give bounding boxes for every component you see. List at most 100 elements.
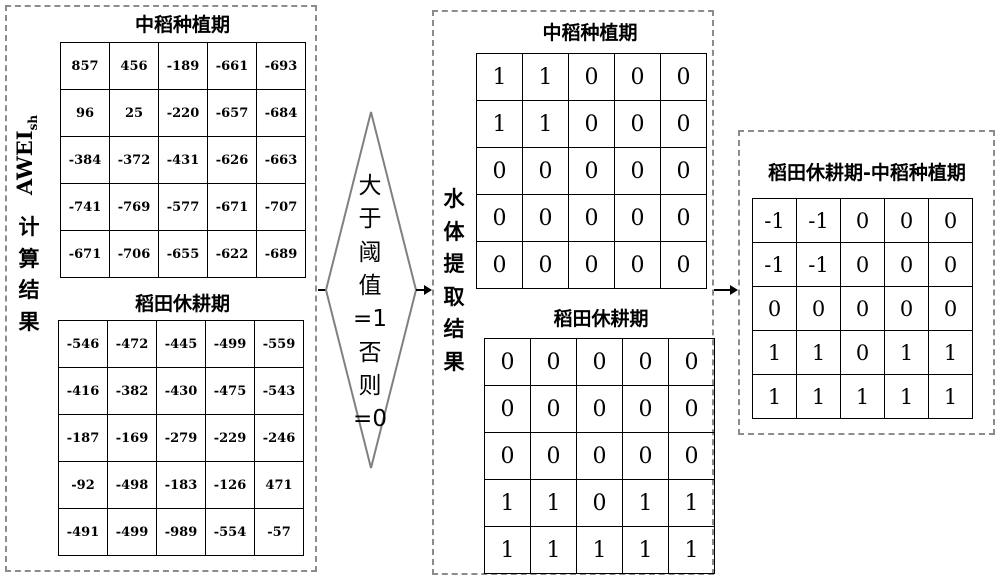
grid-cell: -671 — [207, 183, 257, 231]
grid-cell: -577 — [158, 183, 208, 231]
arrow-right — [714, 289, 732, 291]
grid-cell: -769 — [109, 183, 159, 231]
vertical-char: 则 — [358, 373, 382, 400]
grid-cell: 0 — [614, 194, 661, 242]
vertical-char: 大 — [358, 173, 382, 199]
grid-cell: 0 — [660, 53, 707, 101]
grid-cell: 0 — [884, 242, 929, 287]
grid-cell: -499 — [107, 508, 157, 556]
grid-cell: -657 — [207, 89, 257, 137]
vertical-char: 提 — [443, 252, 465, 277]
grid-row: -741-769-577-671-707 — [60, 183, 306, 231]
grid-cell: 0 — [660, 241, 707, 289]
vertical-char: 算 — [18, 246, 40, 271]
vertical-char: 否 — [358, 339, 382, 366]
grid-cell: 1 — [884, 330, 929, 375]
grid-cell: 0 — [568, 147, 615, 195]
grid-cell: 0 — [622, 385, 669, 433]
left-top-title: 中稻种植期 — [134, 14, 230, 36]
vertical-char: =0 — [353, 406, 387, 433]
grid-cell: 0 — [668, 385, 715, 433]
grid-cell: 1 — [530, 479, 577, 527]
grid-cell: -126 — [205, 461, 255, 509]
awei-label: AWEIsh — [11, 114, 41, 196]
grid-cell: 0 — [484, 338, 531, 386]
vertical-char: 计 — [18, 215, 40, 239]
grid-cell: 0 — [476, 241, 523, 289]
grid-cell: 0 — [928, 286, 973, 331]
right-panel — [738, 130, 995, 435]
grid-cell: -622 — [207, 230, 257, 278]
grid-cell: -382 — [107, 367, 157, 415]
vertical-char: 结 — [18, 278, 40, 302]
grid-cell: -384 — [60, 136, 110, 184]
grid-cell: 0 — [476, 147, 523, 195]
grid-cell: -671 — [60, 230, 110, 278]
grid-cell: 1 — [752, 330, 797, 375]
grid-cell: 0 — [928, 242, 973, 287]
grid-cell: 1 — [476, 100, 523, 148]
grid-cell: 0 — [668, 432, 715, 480]
grid-row: -187-169-279-229-246 — [58, 414, 304, 462]
middle-bottom-title: 稻田休耕期 — [553, 308, 649, 330]
grid-cell: -189 — [158, 42, 208, 90]
grid-row: -546-472-445-499-559 — [58, 320, 304, 368]
grid-cell: 0 — [622, 432, 669, 480]
grid-cell: 0 — [796, 286, 841, 331]
grid-cell: 0 — [568, 194, 615, 242]
grid-cell: 0 — [530, 385, 577, 433]
grid-cell: 0 — [660, 194, 707, 242]
grid-cell: 1 — [884, 374, 929, 419]
grid-row: -384-372-431-626-663 — [60, 136, 306, 184]
grid-cell: -1 — [752, 242, 797, 287]
grid-cell: 0 — [840, 330, 885, 375]
grid-cell: -431 — [158, 136, 208, 184]
grid-cell: 0 — [840, 242, 885, 287]
grid-cell: -559 — [254, 320, 304, 368]
grid-cell: -707 — [256, 183, 306, 231]
grid-cell: 0 — [522, 147, 569, 195]
grid-cell: -472 — [107, 320, 157, 368]
vertical-char: 果 — [443, 349, 465, 374]
grid-cell: 1 — [668, 526, 715, 574]
grid-cell: 1 — [668, 479, 715, 527]
grid-cell: 1 — [622, 526, 669, 574]
grid-cell: 0 — [576, 432, 623, 480]
vertical-char: 水 — [443, 187, 465, 211]
grid-cell: 0 — [622, 338, 669, 386]
grid-cell: 1 — [522, 53, 569, 101]
grid-cell: 1 — [796, 374, 841, 419]
grid-cell: -220 — [158, 89, 208, 137]
left-bottom-title: 稻田休耕期 — [134, 293, 230, 315]
grid-cell: -1 — [752, 198, 797, 243]
grid-cell: 1 — [622, 479, 669, 527]
grid-cell: -663 — [256, 136, 306, 184]
grid-cell: 1 — [576, 526, 623, 574]
grid-cell: -626 — [207, 136, 257, 184]
grid-cell: -169 — [107, 414, 157, 462]
grid-cell: -554 — [205, 508, 255, 556]
grid-cell: 0 — [530, 338, 577, 386]
grid-cell: -430 — [156, 367, 206, 415]
middle-top-title: 中稻种植期 — [542, 22, 638, 44]
grid-cell: 1 — [522, 100, 569, 148]
grid-cell: -741 — [60, 183, 110, 231]
grid-cell: -546 — [58, 320, 108, 368]
grid-cell: 0 — [752, 286, 797, 331]
grid-cell: 471 — [254, 461, 304, 509]
grid-cell: 0 — [476, 194, 523, 242]
grid-cell: 1 — [476, 53, 523, 101]
grid-cell: 1 — [928, 330, 973, 375]
grid-cell: 0 — [614, 53, 661, 101]
grid-cell: 0 — [614, 241, 661, 289]
